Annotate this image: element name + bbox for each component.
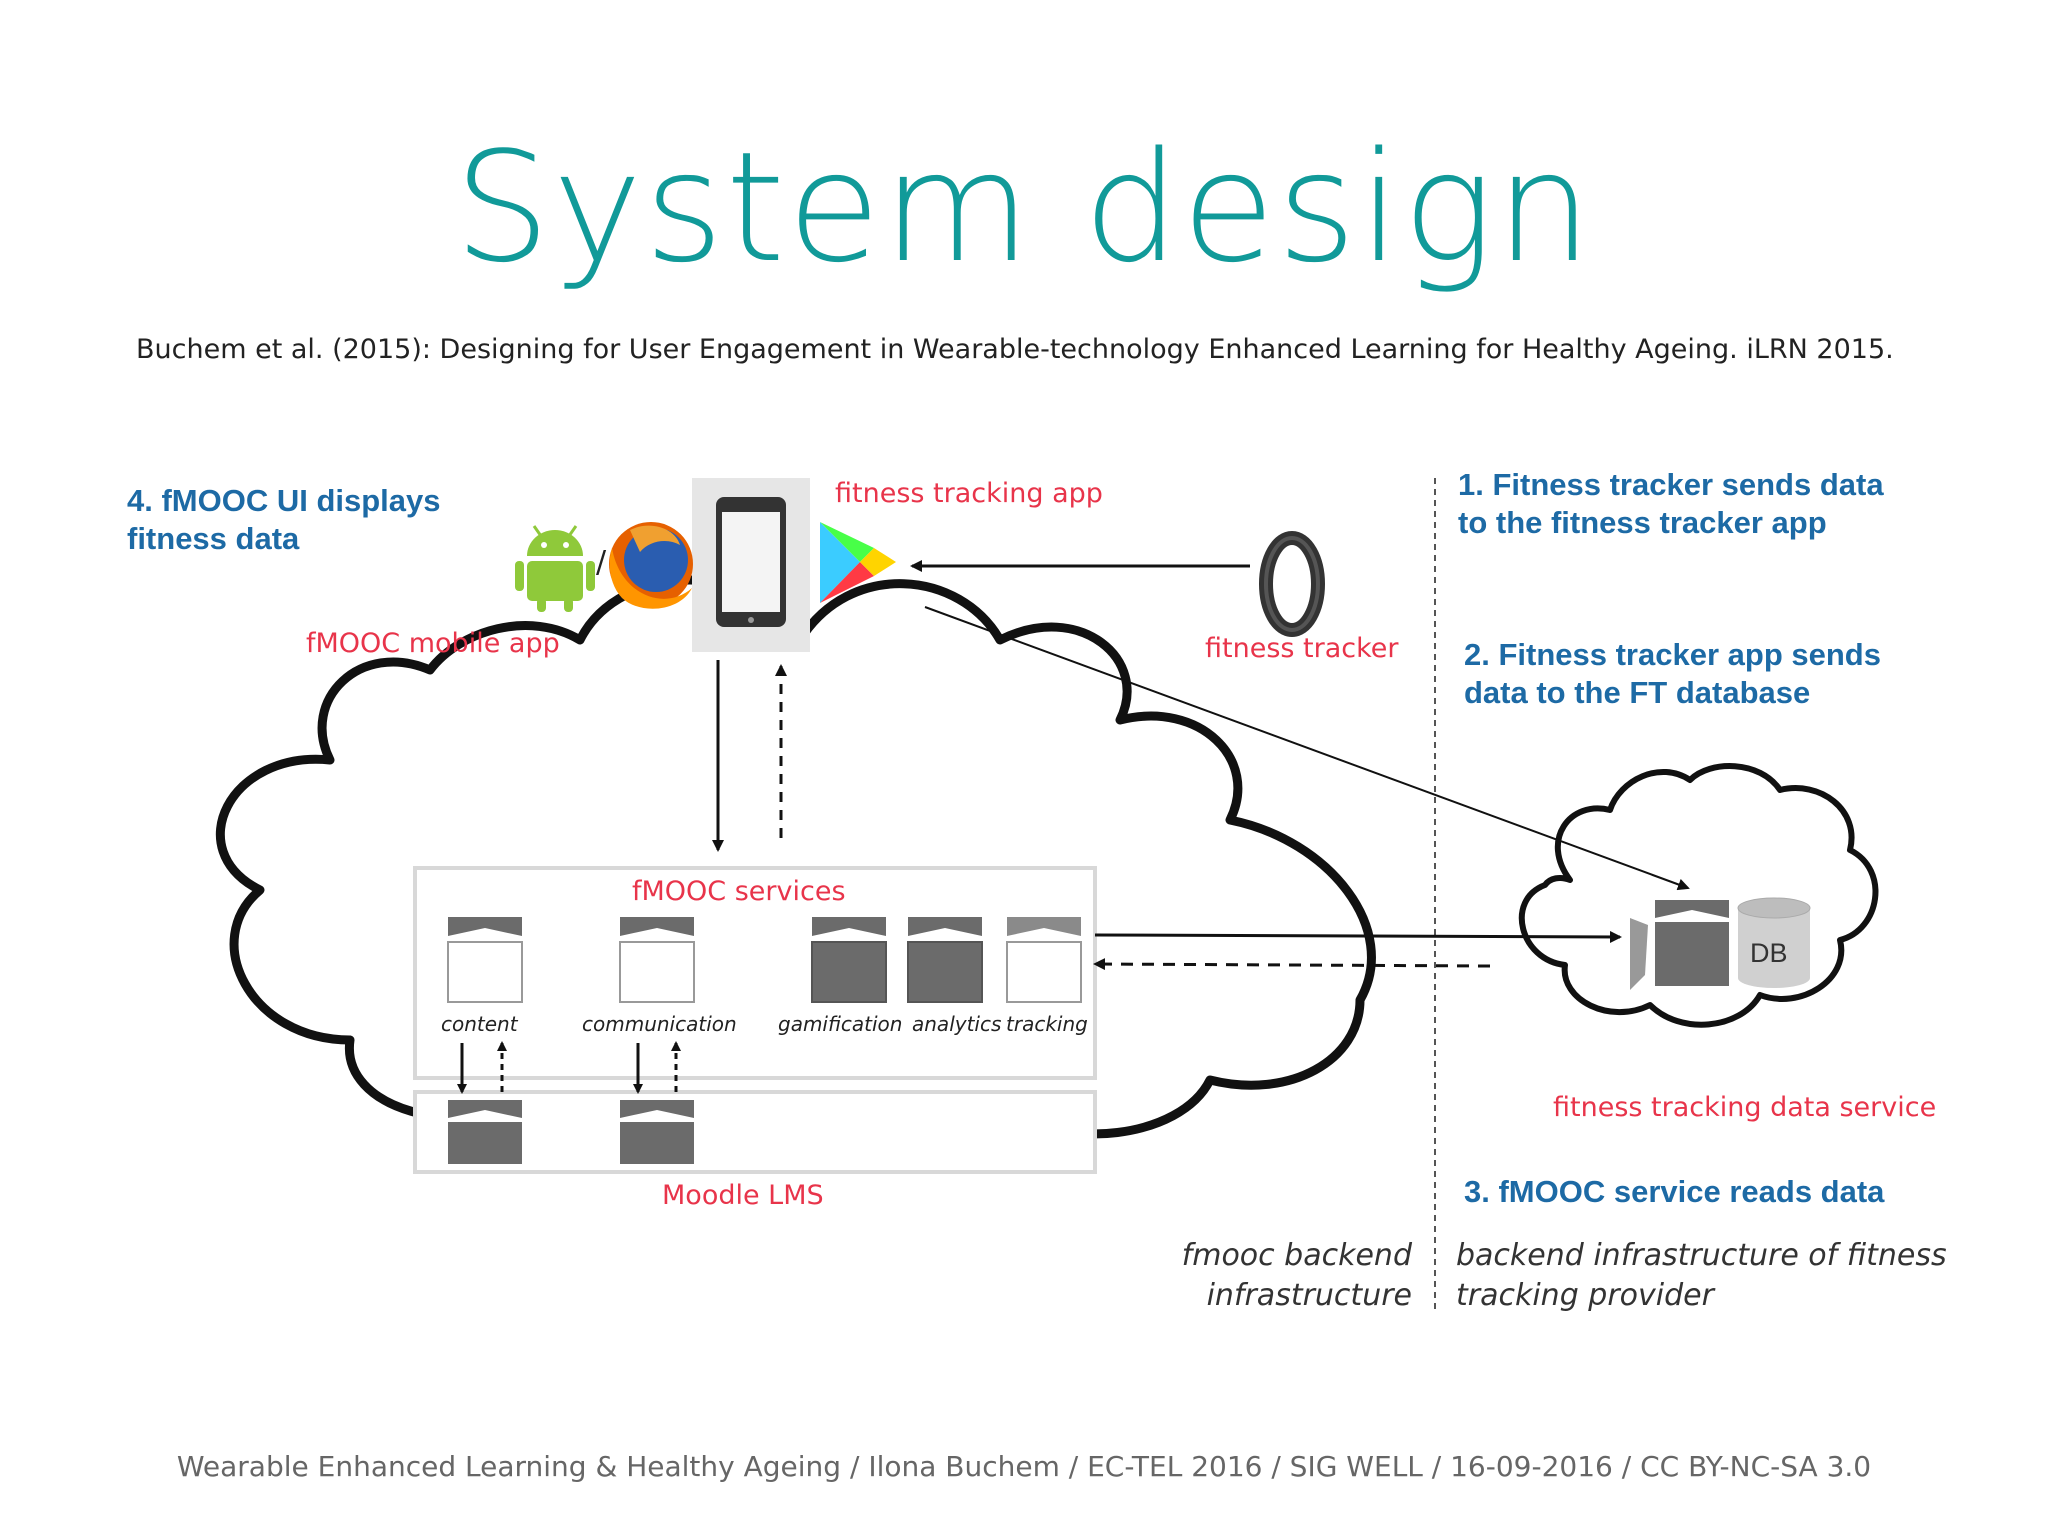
lms-label: Moodle LMS	[662, 1180, 824, 1211]
fmooc-infra-line-1: fmooc backend	[1181, 1238, 1412, 1273]
step-2-line-1: 2. Fitness tracker app sends	[1464, 637, 1881, 672]
step-4-line-1: 4. fMOOC UI displays	[127, 483, 441, 518]
service-module-communication	[619, 917, 695, 1003]
services-title: fMOOC services	[632, 876, 846, 907]
step-4-text: 4. fMOOC UI displays fitness data	[127, 482, 441, 558]
android-icon	[515, 525, 595, 612]
smartphone-icon	[692, 478, 810, 652]
step-4-line-2: fitness data	[127, 521, 300, 556]
data-service-label: fitness tracking data service	[1553, 1092, 1937, 1123]
step-1-line-2: to the fitness tracker app	[1458, 505, 1827, 540]
fitness-tracking-app-label: fitness tracking app	[835, 478, 1103, 509]
service-module-content	[447, 917, 523, 1003]
arrow-services-to-data-service	[1094, 930, 1622, 943]
lms-module-communication	[620, 1100, 694, 1164]
provider-infrastructure-label: backend infrastructure of fitness tracki…	[1456, 1236, 1947, 1316]
arrow-data-service-to-services	[1093, 958, 1491, 971]
fitness-tracker-label: fitness tracker	[1205, 633, 1399, 664]
arrow-app-to-data-service	[924, 606, 1690, 891]
step-2-line-2: data to the FT database	[1464, 675, 1811, 710]
step-1-line-1: 1. Fitness tracker sends data	[1458, 467, 1884, 502]
data-service-module	[1630, 900, 1729, 990]
mobile-app-label: fMOOC mobile app	[306, 628, 560, 659]
firefox-icon	[609, 522, 693, 609]
moodle-lms-box	[413, 1090, 1097, 1174]
service-module-tracking	[1006, 917, 1082, 1003]
service-name-tracking: tracking	[1006, 1012, 1088, 1036]
fmooc-infra-line-2: infrastructure	[1206, 1278, 1412, 1313]
fitness-band-icon	[1259, 531, 1325, 637]
step-3-text: 3. fMOOC service reads data	[1464, 1174, 1885, 1209]
citation: Buchem et al. (2015): Designing for User…	[136, 334, 1894, 365]
service-name-communication: communication	[582, 1012, 737, 1036]
service-module-gamification	[811, 917, 887, 1003]
service-name-content: content	[441, 1012, 518, 1036]
provider-infra-line-2: tracking provider	[1456, 1278, 1714, 1313]
provider-infra-line-1: backend infrastructure of fitness	[1456, 1238, 1947, 1273]
service-name-analytics: analytics	[912, 1012, 1002, 1036]
service-module-analytics	[907, 917, 983, 1003]
lms-module-content	[448, 1100, 522, 1164]
separator-slash: /	[596, 545, 607, 580]
play-store-icon	[820, 522, 896, 603]
database-icon	[1737, 897, 1811, 988]
step-2-text: 2. Fitness tracker app sends data to the…	[1464, 636, 1881, 712]
step-1-text: 1. Fitness tracker sends data to the fit…	[1458, 466, 1884, 542]
fmooc-infrastructure-label: fmooc backend infrastructure	[1160, 1236, 1412, 1316]
service-name-gamification: gamification	[778, 1012, 903, 1036]
footer: Wearable Enhanced Learning & Healthy Age…	[176, 1450, 1872, 1483]
page-title: System design	[453, 119, 1595, 296]
db-label: DB	[1750, 938, 1788, 968]
